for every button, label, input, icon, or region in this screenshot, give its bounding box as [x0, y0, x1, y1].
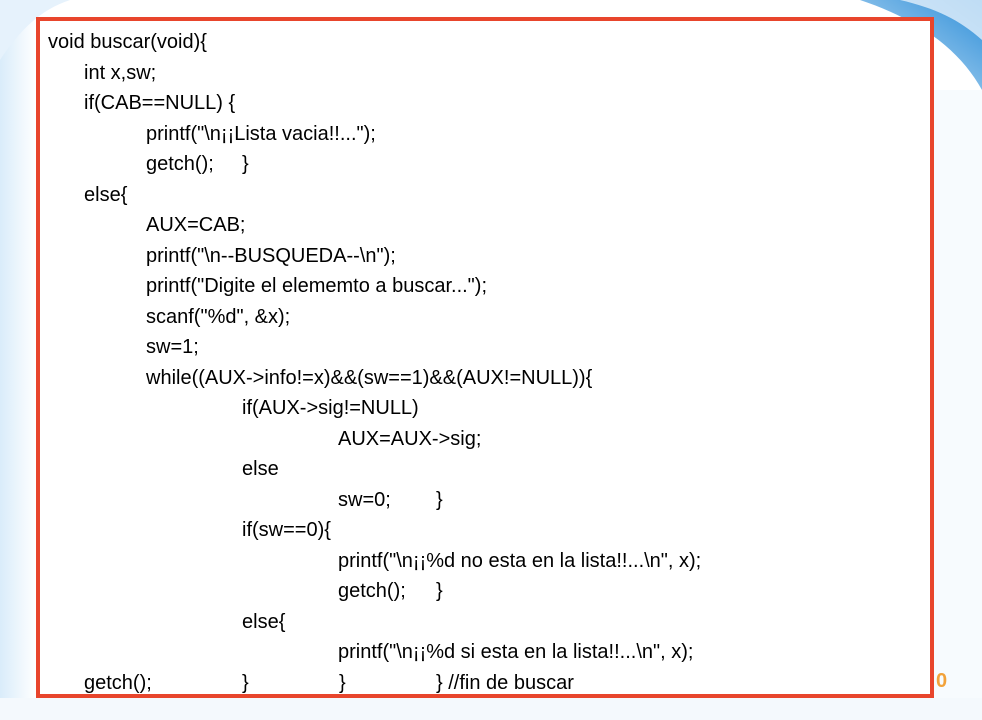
code-line: scanf("%d", &x);	[146, 305, 291, 328]
top-left-swoosh	[0, 0, 70, 60]
code-line: AUX=AUX->sig;	[338, 427, 482, 450]
code-line: if(sw==0){	[242, 519, 331, 541]
code-line: int x,sw;	[84, 61, 157, 84]
code-line: else	[242, 458, 279, 480]
code-line: printf("Digite el elememto a buscar...")…	[146, 275, 487, 297]
code-line: sw=0;	[338, 488, 391, 511]
code-box: void buscar(void){ int x,sw; if(CAB==NULL)…	[36, 17, 934, 698]
code-line: if(CAB==NULL) {	[84, 92, 236, 114]
code-line: getch();	[84, 671, 152, 694]
code-line: printf("\n¡¡%d si esta en la lista!!...\…	[338, 641, 694, 663]
top-right-swoosh-light	[900, 0, 982, 40]
code-line-segment: }	[339, 671, 346, 694]
code-line-segment: }	[436, 488, 443, 511]
code-line: else{	[242, 610, 286, 633]
code-line: printf("\n¡¡Lista vacia!!...");	[146, 122, 376, 145]
code-line: else{	[84, 183, 128, 206]
code-line: while((AUX->info!=x)&&(sw==1)&&(AUX!=NUL…	[146, 366, 593, 389]
code-line: if(AUX->sig!=NULL)	[242, 397, 419, 419]
code-line: getch();	[338, 580, 406, 602]
slide-number: 0	[936, 670, 948, 692]
code-line-segment: }	[242, 153, 249, 175]
code-line: printf("\n¡¡%d no esta en la lista!!...\…	[338, 549, 702, 572]
top-right-swoosh	[860, 0, 982, 90]
code-line-segment: }	[436, 580, 443, 602]
left-band	[0, 0, 36, 720]
code-line-segment: } //fin de buscar	[436, 671, 574, 694]
code-line: sw=1;	[146, 336, 199, 358]
code-line: void buscar(void){	[48, 31, 207, 53]
code-line: getch();	[146, 153, 214, 175]
code-line: printf("\n--BUSQUEDA--\n");	[146, 244, 396, 267]
bottom-band	[0, 698, 982, 720]
code-line-segment: }	[242, 671, 249, 694]
right-band	[934, 90, 982, 720]
code-line: AUX=CAB;	[146, 214, 246, 236]
